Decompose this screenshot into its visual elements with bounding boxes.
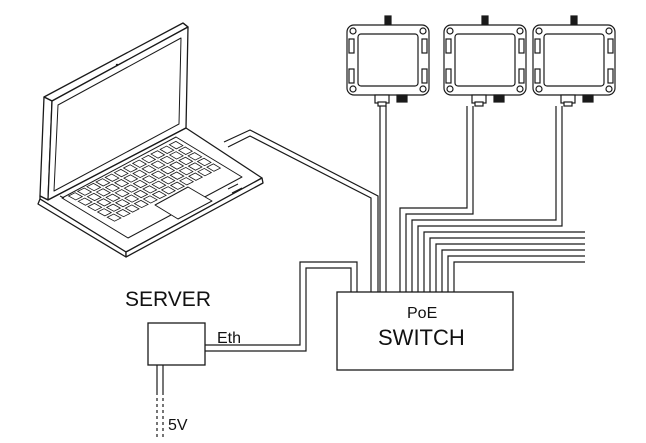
laptop-key — [168, 151, 184, 160]
laptop-key — [87, 202, 103, 212]
laptop-key — [67, 192, 84, 201]
laptop-key — [95, 178, 111, 187]
laptop-key — [178, 177, 195, 186]
eth-label: Eth — [217, 330, 242, 347]
laptop-key — [142, 195, 158, 204]
laptop-key — [115, 209, 131, 218]
poe-device-icon — [443, 15, 527, 107]
poe-device-icon — [532, 15, 616, 107]
poe-switch-box — [336, 291, 514, 371]
laptop-key — [106, 213, 122, 222]
laptop-key — [169, 161, 185, 170]
switch-poe-label: PoE — [407, 305, 438, 322]
laptop-key — [123, 184, 139, 193]
laptop-key — [124, 194, 140, 203]
laptop-key — [122, 164, 138, 173]
laptop-key — [178, 166, 194, 176]
laptop-key — [151, 180, 167, 189]
laptop-key — [96, 198, 112, 207]
laptop-key — [151, 190, 167, 199]
laptop-key — [133, 199, 149, 209]
laptop-key — [105, 193, 121, 202]
laptop-key — [114, 199, 131, 208]
laptop-key — [86, 192, 102, 202]
laptop-key — [142, 185, 158, 194]
laptop-key — [123, 174, 139, 183]
laptop-key — [168, 140, 184, 150]
poe-device-icon — [346, 15, 430, 107]
laptop-key — [169, 181, 186, 190]
laptop-key — [187, 152, 203, 161]
laptop-key — [96, 208, 113, 217]
laptop-key — [160, 176, 176, 185]
laptop-key — [76, 187, 93, 196]
laptop-key — [104, 173, 120, 182]
power-label: 5V — [168, 417, 188, 434]
laptop-key — [150, 150, 166, 159]
server-label: SERVER — [125, 288, 211, 311]
laptop-key — [95, 188, 112, 197]
laptop-key — [113, 179, 130, 188]
laptop-key — [124, 204, 140, 213]
laptop-keyboard-keys — [67, 140, 222, 222]
laptop-key — [131, 159, 148, 168]
laptop-key — [132, 179, 148, 189]
laptop-key — [133, 189, 149, 199]
laptop-key — [159, 155, 175, 165]
laptop-key — [141, 175, 157, 184]
laptop-key — [178, 156, 194, 166]
laptop-key — [206, 163, 222, 172]
laptop-key — [187, 172, 204, 181]
laptop-key — [160, 186, 177, 195]
laptop-key — [105, 203, 122, 212]
laptop-key — [159, 145, 175, 154]
laptop-key — [86, 182, 102, 192]
laptop-key — [132, 169, 148, 179]
server-box — [147, 322, 206, 366]
laptop-key — [141, 154, 157, 164]
laptop-key — [104, 183, 121, 192]
laptop-key — [159, 166, 176, 175]
switch-label: SWITCH — [378, 325, 465, 350]
laptop-key — [77, 197, 93, 206]
laptop-key — [150, 160, 166, 169]
laptop-key — [177, 146, 194, 155]
laptop-key — [141, 165, 157, 174]
laptop-key — [197, 167, 213, 177]
laptop-key — [169, 171, 185, 180]
laptop-key — [196, 157, 212, 167]
laptop-key — [150, 170, 167, 179]
laptop-key — [114, 189, 130, 198]
poe-device-group — [346, 15, 616, 107]
network-cables — [156, 106, 585, 440]
laptop-key — [187, 162, 203, 171]
laptop-key — [113, 168, 129, 178]
